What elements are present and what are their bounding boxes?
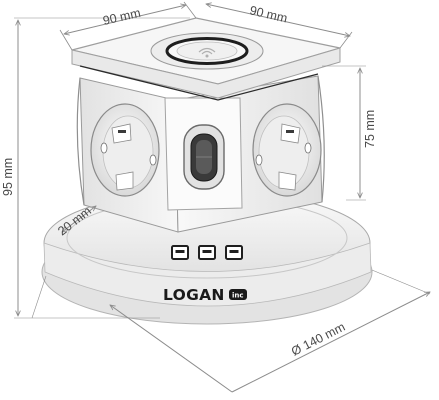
power-strip-product: LOGAN inc (41, 17, 373, 325)
dimension-line-top-right (206, 4, 350, 36)
dimension-line-top-left (64, 5, 186, 34)
brand-suffix: inc (232, 292, 244, 300)
label-top-width-right: 90 mm (248, 3, 288, 25)
base-side (43, 242, 372, 307)
brand-logo: LOGAN inc (163, 286, 247, 304)
label-top-width-left: 90 mm (102, 6, 142, 28)
usb-port-icon (225, 245, 243, 260)
power-switch (183, 124, 225, 190)
dimension-lines (14, 1, 430, 393)
wireless-charging-pad (150, 32, 264, 70)
label-cube-height: 75 mm (363, 110, 377, 148)
brand-name: LOGAN (163, 286, 225, 304)
label-total-height: 95 mm (1, 158, 15, 196)
label-base-diameter: Ø 140 mm (289, 320, 347, 359)
usb-port-icon (198, 245, 216, 260)
left-socket (90, 103, 160, 197)
dimension-line-base-height (62, 206, 96, 232)
usb-ports (171, 245, 243, 260)
dimension-line-diameter (110, 305, 233, 393)
usb-port-icon (171, 245, 189, 260)
wifi-icon (198, 47, 216, 58)
right-socket (252, 103, 322, 197)
